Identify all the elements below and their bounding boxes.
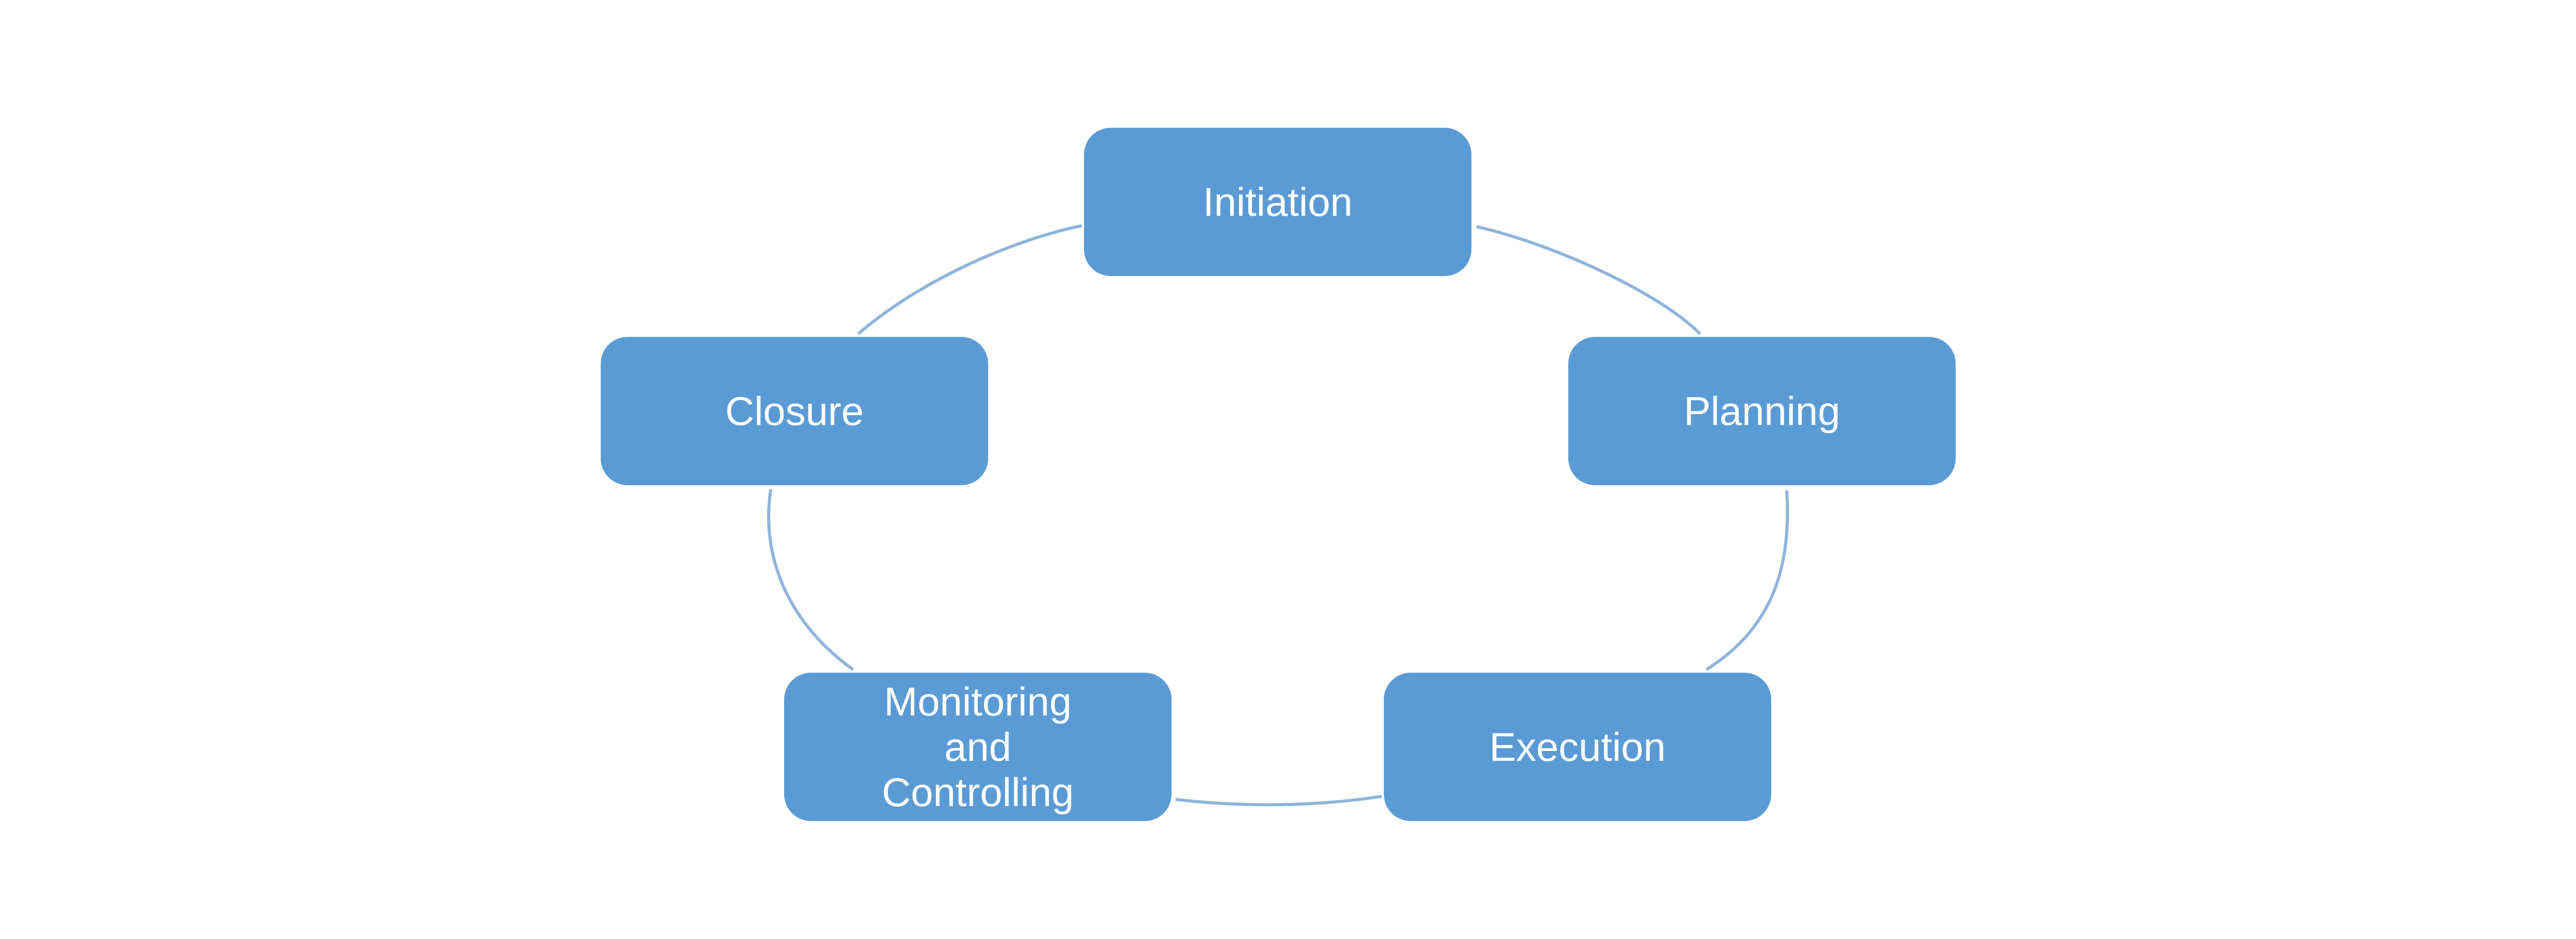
- stage-execution: Execution: [1384, 673, 1771, 821]
- connector-closure-initiation: [857, 224, 1082, 335]
- connector-monitoring-closure: [767, 489, 854, 671]
- stage-closure: Closure: [601, 337, 988, 485]
- connector-initiation-planning: [1476, 225, 1702, 335]
- stage-planning-label: Planning: [1684, 388, 1840, 434]
- stage-initiation: Initiation: [1084, 128, 1471, 276]
- stage-execution-label: Execution: [1489, 724, 1666, 770]
- stage-planning: Planning: [1568, 337, 1956, 485]
- stage-closure-label: Closure: [725, 388, 864, 434]
- stage-monitoring-and-controlling: Monitoring and Controlling: [784, 673, 1172, 821]
- stage-monitoring-and-controlling-label: Monitoring and Controlling: [882, 679, 1074, 815]
- stage-initiation-label: Initiation: [1202, 179, 1353, 225]
- cycle-connectors: [767, 224, 1789, 807]
- connector-execution-monitoring: [1175, 795, 1382, 807]
- connector-planning-execution: [1705, 490, 1789, 671]
